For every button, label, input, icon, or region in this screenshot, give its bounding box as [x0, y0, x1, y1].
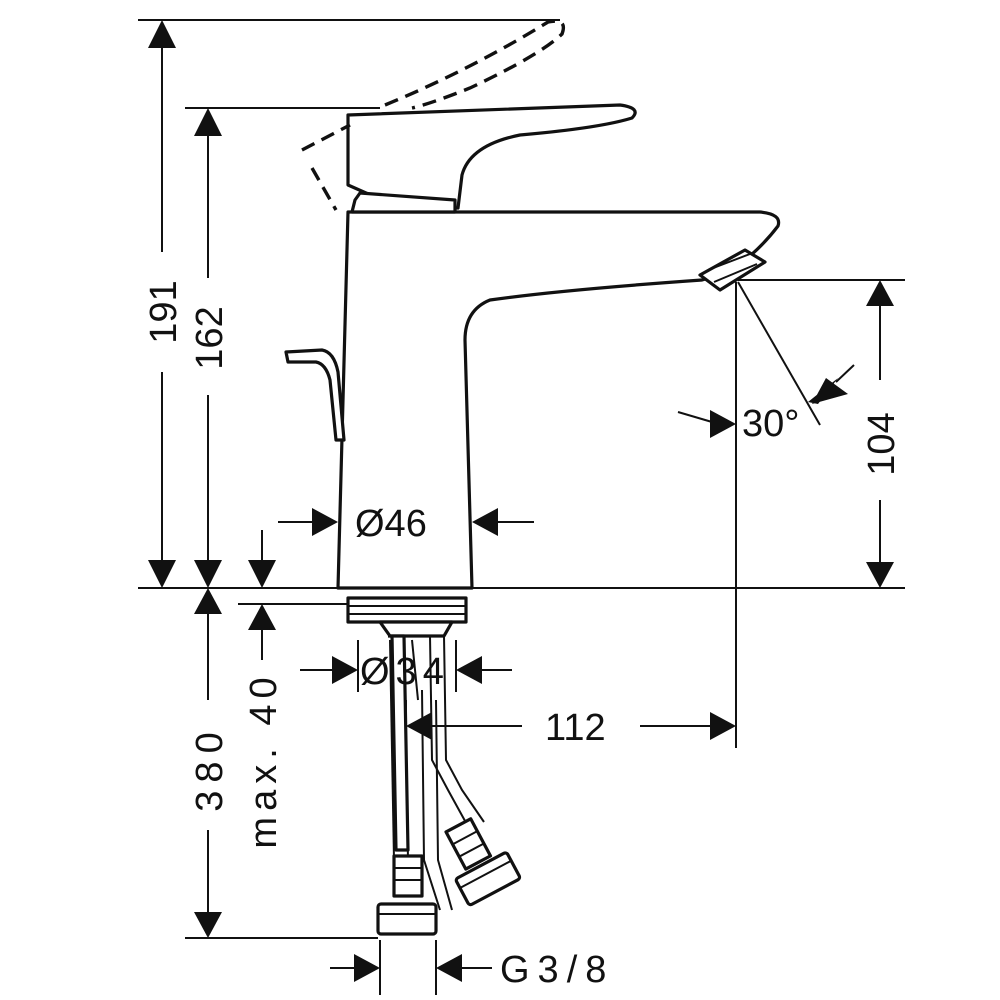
label-380: 380 — [189, 724, 231, 811]
lever-raised-outline — [310, 167, 338, 211]
lever-base — [350, 191, 457, 214]
label-30-degrees: 30° — [742, 403, 799, 445]
lever-raised-outline — [384, 19, 566, 110]
label-112: 112 — [545, 707, 606, 749]
popup-rod — [284, 348, 346, 442]
lever-handle — [346, 103, 637, 210]
hose-fitting-right — [444, 817, 522, 907]
hose-middle — [435, 699, 453, 911]
hose-nut-left — [376, 902, 438, 936]
extension-lines — [138, 19, 905, 995]
faucet-body — [336, 210, 781, 590]
label-191: 191 — [143, 280, 185, 343]
hose-left — [388, 634, 410, 852]
hose-line — [411, 639, 419, 701]
label-104: 104 — [861, 412, 903, 475]
mount-nut — [378, 620, 454, 638]
arrowheads — [148, 20, 894, 982]
mount-thread — [346, 596, 468, 624]
hose-line — [389, 639, 395, 861]
label-diameter-34: Ø34 — [360, 651, 450, 693]
hose-middle — [421, 689, 441, 911]
hose-right — [443, 635, 485, 823]
label-diameter-46: Ø46 — [355, 503, 427, 545]
hose-right — [429, 635, 471, 831]
aerator-ring — [713, 263, 758, 283]
hose-line — [403, 639, 409, 861]
hose-fitting-left — [392, 854, 424, 898]
label-162: 162 — [189, 306, 231, 369]
label-max-40: max. 40 — [243, 671, 285, 848]
faucet-outline — [284, 19, 781, 936]
aerator-ring — [707, 253, 751, 271]
dimension-lines — [161, 48, 881, 969]
lever-raised-outline — [301, 123, 351, 152]
label-g3-8: G3/8 — [500, 949, 614, 991]
